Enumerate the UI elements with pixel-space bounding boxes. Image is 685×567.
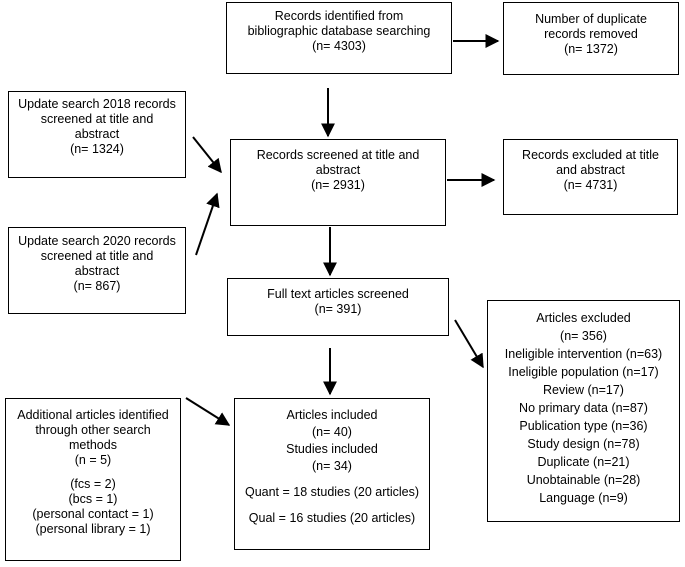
- box-text-line: screened at title and: [40, 112, 154, 126]
- box-text-line: Full text articles screened: [267, 287, 409, 301]
- box-text-line: Records identified from: [274, 9, 404, 23]
- box-text-line: Studies included: [286, 442, 378, 456]
- box-text-line: (n= 2931): [311, 178, 365, 192]
- box-text-line: abstract: [74, 264, 120, 278]
- box-text-line: (n= 391): [314, 302, 362, 316]
- box-text-line: Qual = 16 studies (20 articles): [248, 511, 416, 525]
- box-text-line: (n = 5): [74, 453, 112, 467]
- box-text-line: (n= 1324): [70, 142, 124, 156]
- box-text-line: Review (n=17): [543, 383, 624, 397]
- records-excluded-box: Records excluded at title and abstract (…: [503, 139, 678, 215]
- box-text-line: (n= 4731): [563, 178, 618, 192]
- records-screened-box: Records screened at title and abstract (…: [230, 139, 446, 226]
- box-text-line: bibliographic database searching: [247, 24, 431, 38]
- box-text-line: abstract: [315, 163, 361, 177]
- box-text-line: records removed: [544, 27, 638, 41]
- box-text-line: Articles included: [286, 408, 378, 422]
- box-text-line: (fcs = 2): [70, 477, 116, 491]
- box-text-line: Unobtainable (n=28): [526, 473, 641, 487]
- duplicates-removed-box: Number of duplicate records removed (n= …: [503, 2, 679, 75]
- box-text-line: (personal library = 1): [35, 522, 151, 536]
- articles-excluded-box: Articles excluded (n= 356) Ineligible in…: [487, 300, 680, 522]
- box-text-line: (n= 4303): [312, 39, 366, 53]
- box-text-line: (n= 1372): [564, 42, 618, 56]
- arrow-update2020-to-screened: [195, 192, 220, 256]
- fulltext-screened-box: Full text articles screened (n= 391): [227, 278, 449, 336]
- box-text-line: Records excluded at title: [522, 148, 659, 162]
- additional-articles-box: Additional articles identified through o…: [5, 398, 181, 561]
- box-text-line: Quant = 18 studies (20 articles): [244, 485, 420, 499]
- box-text-line: (personal contact = 1): [32, 507, 154, 521]
- articles-included-box: Articles included (n= 40) Studies includ…: [234, 398, 430, 550]
- box-text-line: Ineligible intervention (n=63): [504, 347, 663, 361]
- box-text-line: screened at title and: [40, 249, 154, 263]
- box-text-line: (bcs = 1): [68, 492, 118, 506]
- box-text-line: No primary data (n=87): [519, 401, 648, 415]
- update-2020-box: Update search 2020 records screened at t…: [8, 227, 186, 314]
- box-text-line: (n= 867): [73, 279, 121, 293]
- box-text-line: Update search 2020 records: [18, 234, 176, 248]
- records-identified-box: Records identified from bibliographic da…: [226, 2, 452, 74]
- box-text-line: Update search 2018 records: [18, 97, 176, 111]
- arrow-additional-to-included: [185, 397, 231, 426]
- box-text-line: Additional articles identified: [17, 408, 169, 422]
- arrow-update2018-to-screened: [192, 136, 222, 174]
- box-text-line: Duplicate (n=21): [537, 455, 630, 469]
- box-text-line: Number of duplicate: [535, 12, 647, 26]
- box-text-line: Study design (n=78): [527, 437, 640, 451]
- box-text-line: and abstract: [556, 163, 625, 177]
- box-text-line: methods: [69, 438, 117, 452]
- box-text-line: (n= 356): [560, 329, 607, 343]
- box-text-line: Ineligible population (n=17): [508, 365, 659, 379]
- box-text-line: (n= 40): [312, 425, 352, 439]
- box-text-line: Language (n=9): [539, 491, 628, 505]
- box-text-line: (n= 34): [312, 459, 352, 473]
- box-text-line: through other search: [35, 423, 151, 437]
- box-text-line: Publication type (n=36): [519, 419, 648, 433]
- update-2018-box: Update search 2018 records screened at t…: [8, 91, 186, 178]
- box-text-line: abstract: [74, 127, 120, 141]
- box-text-line: Records screened at title and: [256, 148, 420, 162]
- arrow-fulltext-to-articles-excluded: [454, 319, 484, 369]
- box-text-line: Articles excluded: [536, 311, 631, 325]
